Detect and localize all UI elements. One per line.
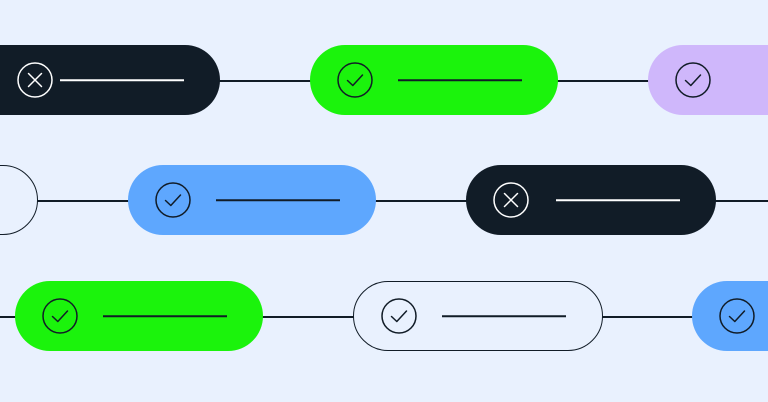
- step-pill-passed: [15, 281, 263, 351]
- step-pill-passed: [310, 45, 558, 115]
- check-circle-icon: [336, 61, 374, 99]
- step-label-placeholder: [103, 315, 227, 317]
- check-circle-icon: [674, 61, 712, 99]
- step-label-placeholder: [60, 79, 184, 81]
- step-pill-passed: [128, 165, 376, 235]
- step-pill-passed: [692, 281, 768, 351]
- check-circle-icon: [154, 181, 192, 219]
- step-pill-failed: [0, 45, 220, 115]
- step-label-placeholder: [398, 79, 522, 81]
- check-circle-icon: [718, 297, 756, 335]
- step-label-placeholder: [556, 199, 680, 201]
- step-pill-outline: [353, 281, 603, 351]
- step-pill-passed: [648, 45, 768, 115]
- check-circle-icon: [41, 297, 79, 335]
- step-label-placeholder: [442, 315, 566, 317]
- step-pill-outline: [0, 165, 38, 235]
- row-2-connector: [0, 200, 768, 202]
- step-label-placeholder: [216, 199, 340, 201]
- x-circle-icon: [16, 61, 54, 99]
- check-circle-icon: [380, 297, 418, 335]
- step-pill-failed: [466, 165, 716, 235]
- x-circle-icon: [492, 181, 530, 219]
